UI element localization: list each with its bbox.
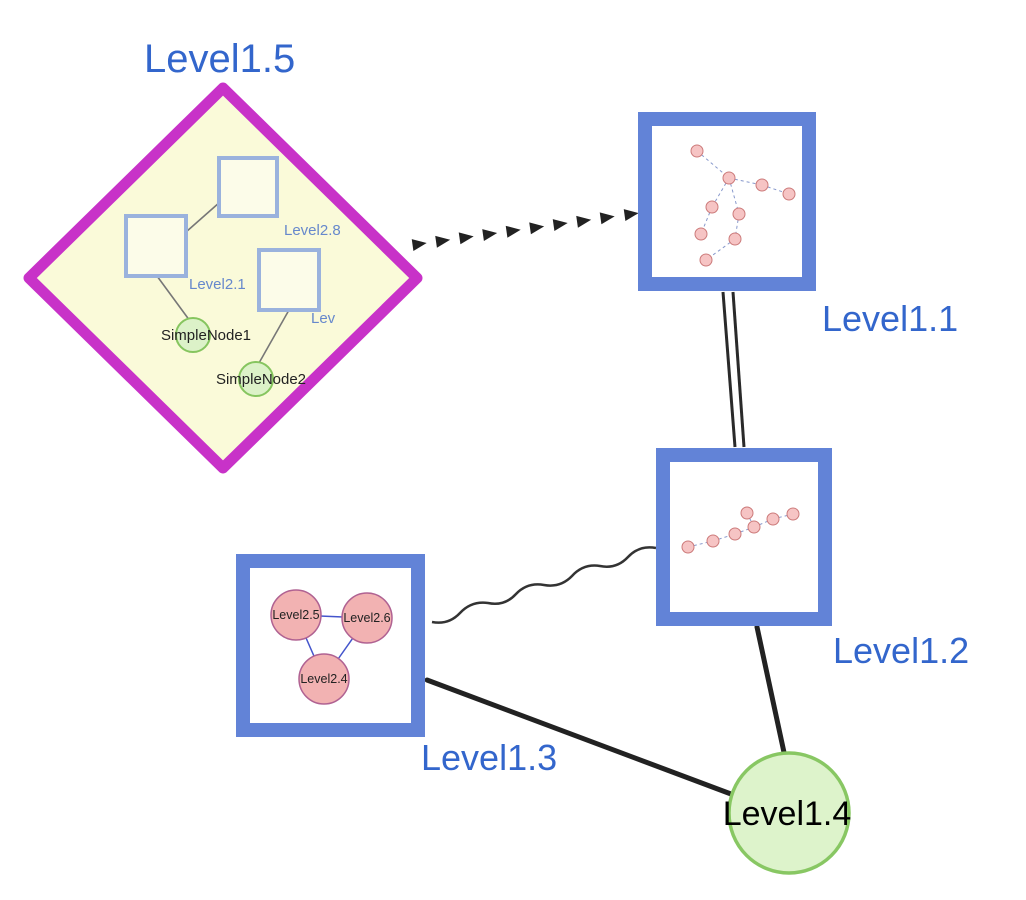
node-simplenode2[interactable] (238, 361, 274, 397)
thumbnail-nodes-level12[interactable] (681, 506, 800, 554)
node-lev-label: Lev (311, 310, 336, 327)
group-node-level11-label: Level1.1 (822, 298, 958, 339)
group-node-level15[interactable]: Level2.8 Level2.1 Lev SimpleNode1 Simple… (23, 82, 423, 474)
node-level26[interactable] (341, 592, 393, 644)
edge-level12-level14[interactable] (754, 624, 788, 760)
box-shape-level11[interactable] (638, 112, 816, 291)
node-level25-label: Level2.5 (272, 608, 319, 622)
node-simplenode1[interactable] (175, 317, 211, 353)
node-level28-label: Level2.8 (284, 222, 341, 239)
group-node-level11[interactable] (638, 112, 816, 291)
node-simplenode2-label: SimpleNode2 (216, 371, 306, 388)
circle-shape-level14[interactable] (727, 751, 851, 875)
node-level26-label: Level2.6 (343, 611, 390, 625)
node-simplenode1-label: SimpleNode1 (161, 327, 251, 344)
group-node-level15-label: Level1.5 (144, 37, 295, 81)
node-level21[interactable] (124, 214, 188, 278)
node-level21-label: Level2.1 (189, 276, 246, 293)
edge-lev-simplenode2[interactable] (258, 309, 290, 364)
box-shape-level12[interactable] (656, 448, 832, 626)
diamond-shape[interactable] (23, 82, 423, 474)
thumbnail-nodes-level11[interactable] (690, 144, 796, 267)
edge-level11-level12[interactable] (721, 291, 746, 448)
group-node-level13-label: Level1.3 (421, 737, 557, 778)
edge-level21-level28[interactable] (185, 201, 221, 233)
node-level28[interactable] (217, 156, 279, 218)
node-lev[interactable] (257, 248, 321, 312)
box-shape-level13[interactable] (236, 554, 425, 737)
node-level24-label: Level2.4 (300, 672, 347, 686)
edge-level12-level13[interactable] (431, 546, 657, 624)
group-node-level13[interactable]: Level2.5 Level2.6 Level2.4 (236, 554, 425, 737)
edge-level13-level14[interactable] (424, 677, 734, 797)
group-node-level12[interactable] (656, 448, 832, 626)
node-level14-label: Level1.4 (723, 795, 852, 833)
edge-level15-level11[interactable] (411, 209, 639, 251)
node-level14[interactable]: Level1.4 (723, 751, 852, 875)
group-node-level12-label: Level1.2 (833, 630, 969, 671)
node-level24[interactable] (298, 653, 350, 705)
edge-level21-simplenode1[interactable] (156, 275, 191, 322)
node-level25[interactable] (270, 589, 322, 641)
